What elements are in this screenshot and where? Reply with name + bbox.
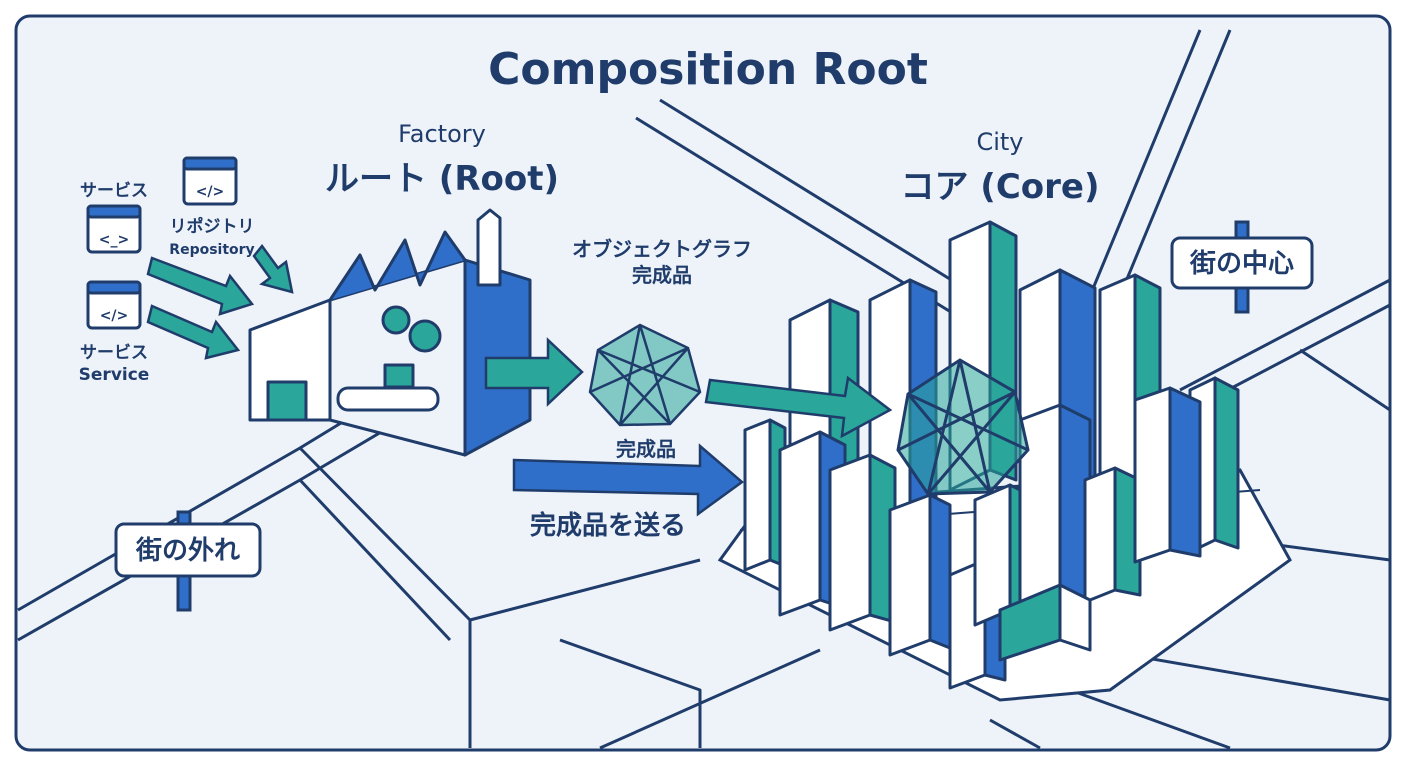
arrow-service-2 xyxy=(146,304,241,360)
object-graph-mid xyxy=(588,323,702,427)
object-graph-city xyxy=(896,358,1030,496)
code-icons xyxy=(86,156,238,330)
sign-center-text: 街の中心 xyxy=(1189,249,1294,279)
building-14 xyxy=(1083,466,1142,604)
gear-icon xyxy=(381,305,411,335)
building-15 xyxy=(1133,386,1202,564)
sign-outskirts xyxy=(114,510,262,612)
repository-label-jp: リポジトリ xyxy=(170,216,255,237)
arrow-send-product xyxy=(512,443,745,517)
factory-door xyxy=(266,380,308,422)
factory-caption: Factory xyxy=(398,120,486,148)
conveyor-belt xyxy=(336,386,440,412)
service-top-label: サービス xyxy=(80,181,148,201)
building-13 xyxy=(1018,403,1092,617)
arrow-graph-to-city xyxy=(704,375,893,439)
sign-outskirts-text: 街の外れ xyxy=(135,536,240,566)
graph-label-bottom: 完成品 xyxy=(616,437,676,461)
building-10 xyxy=(888,493,952,657)
sign-center xyxy=(1170,220,1314,314)
gear-icon-2 xyxy=(408,319,442,353)
conveyor-box xyxy=(383,363,415,389)
send-product-label: 完成品を送る xyxy=(530,510,686,541)
code-glyph-service-bottom: </> xyxy=(100,308,129,324)
factory-heading: ルート (Root) xyxy=(325,159,559,199)
graph-label-top-2: 完成品 xyxy=(632,263,692,287)
arrow-service-1 xyxy=(146,256,255,316)
service-bottom-label-en: Service xyxy=(79,365,150,385)
factory-chimney xyxy=(476,208,502,287)
code-icon-service-bottom xyxy=(86,280,142,330)
arrow-factory-to-graph xyxy=(484,337,584,407)
city-heading: コア (Core) xyxy=(900,167,1099,207)
page-title: Composition Root xyxy=(488,44,928,95)
arrows xyxy=(146,243,893,517)
arrow-repository xyxy=(252,243,294,294)
factory-roof xyxy=(328,230,467,301)
code-icon-service-top xyxy=(86,204,142,254)
repository-label-en: Repository xyxy=(169,242,254,258)
graph-label-top-1: オブジェクトグラフ xyxy=(572,237,752,261)
building-9 xyxy=(828,453,897,632)
code-icon-repository xyxy=(182,156,238,206)
service-bottom-label-jp: サービス xyxy=(80,343,148,363)
code-glyph-service-top: <_> xyxy=(99,232,129,248)
city-caption: City xyxy=(976,128,1023,156)
building-16 xyxy=(998,583,1092,662)
code-glyph-repository: </> xyxy=(196,184,225,200)
